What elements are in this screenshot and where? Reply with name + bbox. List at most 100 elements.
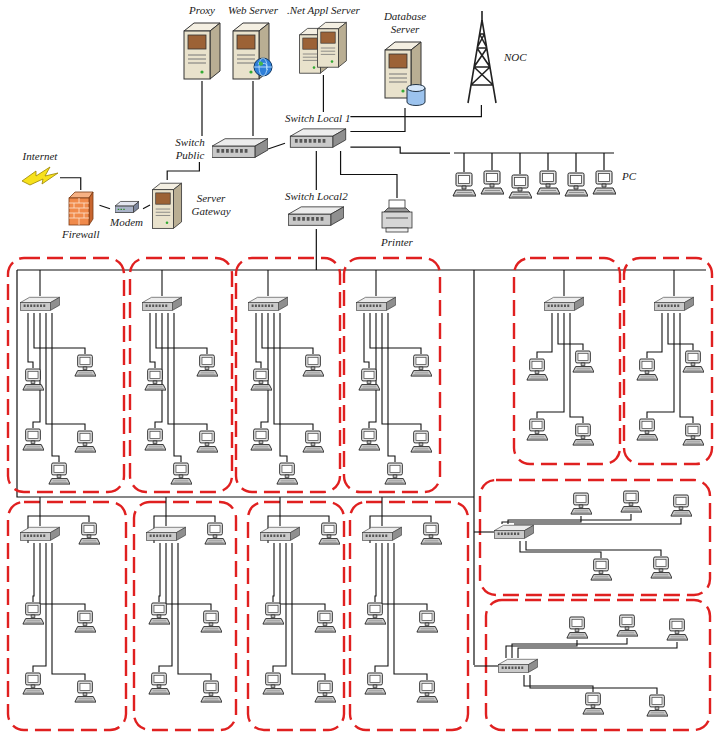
lan-wire [524,675,593,692]
pc-icon [149,673,170,694]
pc-icon [359,369,380,390]
network-link [252,81,253,136]
firewall-icon [67,190,95,226]
pc-icon [411,431,432,452]
device-label: Printer [381,236,413,249]
switch-icon [356,297,395,310]
lan-wire [174,313,181,462]
lan-wire [375,543,376,602]
network-link [143,205,150,209]
pc-icon [263,673,284,694]
pc-icon [527,419,548,440]
network-switch-symbol [212,139,268,158]
network-link [341,151,397,198]
lan-wire [166,543,211,610]
app-server-icon [298,19,348,75]
network-switch-icon [288,127,348,151]
lan-wire [280,313,287,462]
gateway-server-icon [150,180,184,230]
database-server-symbol [385,42,425,105]
network-link [323,75,324,112]
pc-icon [23,429,44,450]
pc-icon [75,431,96,452]
pc-icon [49,463,70,484]
switch-icon [498,659,537,672]
network-link [350,105,481,117]
internet-link-symbol [22,167,58,185]
workgroup-outline [514,258,620,464]
device-label: Switch Local2 [285,190,348,203]
pc-icon [421,523,442,544]
lan-wire [165,497,166,526]
pc-icon [277,463,298,484]
device-label: Server Gateway [186,192,236,218]
lan-wire [364,313,369,368]
network-link [268,143,285,149]
switch-icon [260,527,299,540]
workgroup-outline [480,480,710,595]
pc-icon [263,603,284,624]
network-link [316,151,317,190]
lan-wire [39,497,40,526]
lan-wire [28,313,33,368]
pc-icon [637,359,658,380]
gateway-server-symbol [152,183,181,228]
pc-icon [359,429,380,450]
device-label: Internet [23,150,58,163]
workgroup-outline [248,502,344,730]
pc-row: PC [450,150,636,202]
lan-wire [370,313,421,354]
network-link [350,147,450,153]
app-server: .Net Appl Server [287,4,360,75]
lan-wire [279,497,280,526]
lan-wire [647,313,662,358]
pc-icon [683,351,704,372]
pc-icon [201,611,222,632]
pc-icon [171,463,192,484]
workgroups [8,258,712,730]
internet-link: Internet [20,150,60,187]
workgroup-outline [350,502,468,730]
lan-wire [52,313,59,462]
lan-wire [514,518,681,524]
network-link [60,178,81,190]
pc-icon [303,431,324,452]
lan-wire [256,313,261,368]
pc-icon [145,369,166,390]
pc-icon [647,695,668,716]
bus-wire [316,229,317,270]
pc-icon [671,495,692,516]
gateway-server: Server Gateway [150,180,236,230]
network-link [201,81,202,136]
proxy-server-symbol [184,23,220,79]
lan-wire [262,313,313,354]
network-switch: Switch Public [170,136,268,162]
network-switch-symbol [290,129,345,147]
pc-icon [201,681,222,702]
network-switch: Switch Local2 [285,190,348,229]
pc-icon [23,369,44,390]
lan-wire [563,270,564,296]
noc-tower-icon [462,10,502,105]
lan-wire [161,270,162,296]
network-switch-icon [288,205,344,229]
lan-wire [39,270,40,296]
lan-wire [273,543,274,602]
network-switch-symbol [289,207,344,225]
network-switch-icon [212,136,268,162]
switch-icon [362,527,401,540]
pc-icon [75,611,96,632]
pc-icon [573,351,594,372]
workgroup-outline [486,600,710,730]
pc-icon [617,615,638,636]
lan-wire [506,640,577,658]
pc-icon [651,557,672,578]
proxy-server: Proxy [182,4,222,81]
pc-icon [637,419,658,440]
pc-icon [571,493,592,514]
pc-icon [567,617,588,638]
firewall-symbol [69,192,93,225]
lan-wire [388,313,395,462]
printer-icon [380,198,414,234]
